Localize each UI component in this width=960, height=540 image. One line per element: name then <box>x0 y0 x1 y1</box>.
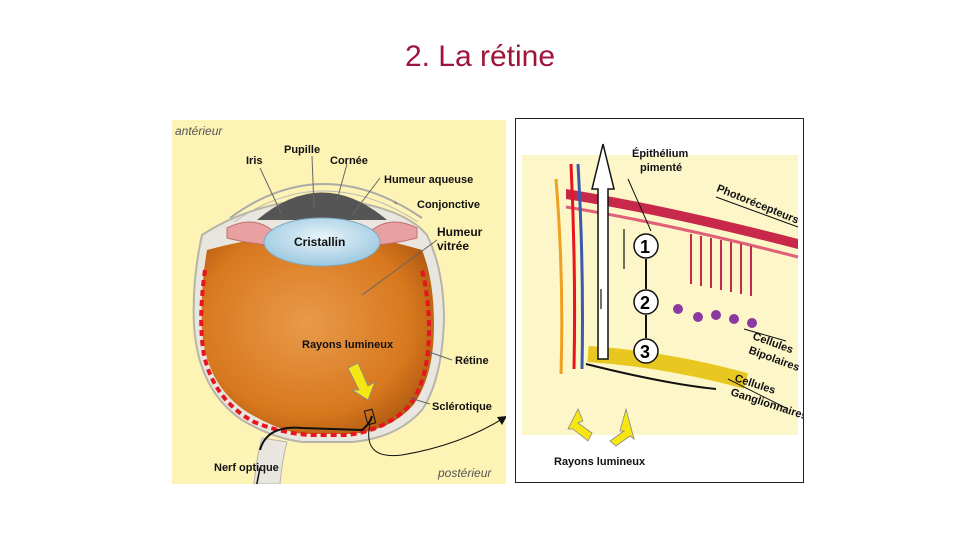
page-title: 2. La rétine <box>404 40 556 73</box>
label-epithelium-1: Épithélium <box>632 147 688 160</box>
label-epithelium-2: pimenté <box>640 162 682 174</box>
label-posterieur: postérieur <box>437 466 492 480</box>
label-nerf-optique: Nerf optique <box>214 462 279 474</box>
label-conjonctive: Conjonctive <box>417 199 480 211</box>
label-rayons-left: Rayons lumineux <box>302 339 394 351</box>
label-humeur-vitree-2: vitrée <box>437 239 469 253</box>
step-markers: 1 2 3 <box>633 233 659 364</box>
label-iris: Iris <box>246 155 263 167</box>
light-ray-arrow-2 <box>609 407 635 447</box>
retina <box>199 269 432 437</box>
step-2: 2 <box>640 293 650 313</box>
label-cornee: Cornée <box>330 155 368 167</box>
bipolar-cells <box>673 304 757 328</box>
pigment-epithelium <box>566 189 798 249</box>
eye-diagram-panel: Pupille Iris Cornée Humeur aqueuse Conjo… <box>172 120 508 499</box>
signal-arrow-up <box>591 143 615 360</box>
vitreous-body <box>201 232 434 434</box>
step-1: 1 <box>640 237 650 257</box>
label-pupille: Pupille <box>284 144 320 156</box>
label-sclerotique: Sclérotique <box>432 401 492 413</box>
anterior-chamber <box>257 192 387 220</box>
label-cristallin: Cristallin <box>294 235 345 249</box>
photoreceptors <box>690 234 752 296</box>
cornea <box>229 183 423 219</box>
label-rayons-right: Rayons lumineux <box>554 456 646 468</box>
label-humeur-aqueuse: Humeur aqueuse <box>384 174 473 186</box>
lens <box>263 217 381 267</box>
retina-layers-diagram: 1 2 3 Épithélium pimenté Photorécepteurs… <box>522 143 809 468</box>
optic-nerve <box>253 437 288 485</box>
eye-diagram: Pupille Iris Cornée Humeur aqueuse Conjo… <box>175 124 508 499</box>
retina-layers-panel: 1 2 3 Épithélium pimenté Photorécepteurs… <box>515 118 809 483</box>
label-retine: Rétine <box>455 355 489 367</box>
step-3: 3 <box>640 342 650 362</box>
label-anterieur: antérieur <box>175 124 223 138</box>
light-ray-arrow-1 <box>567 408 593 442</box>
light-ray-arrow <box>347 362 376 401</box>
label-humeur-vitree-1: Humeur <box>437 225 483 239</box>
